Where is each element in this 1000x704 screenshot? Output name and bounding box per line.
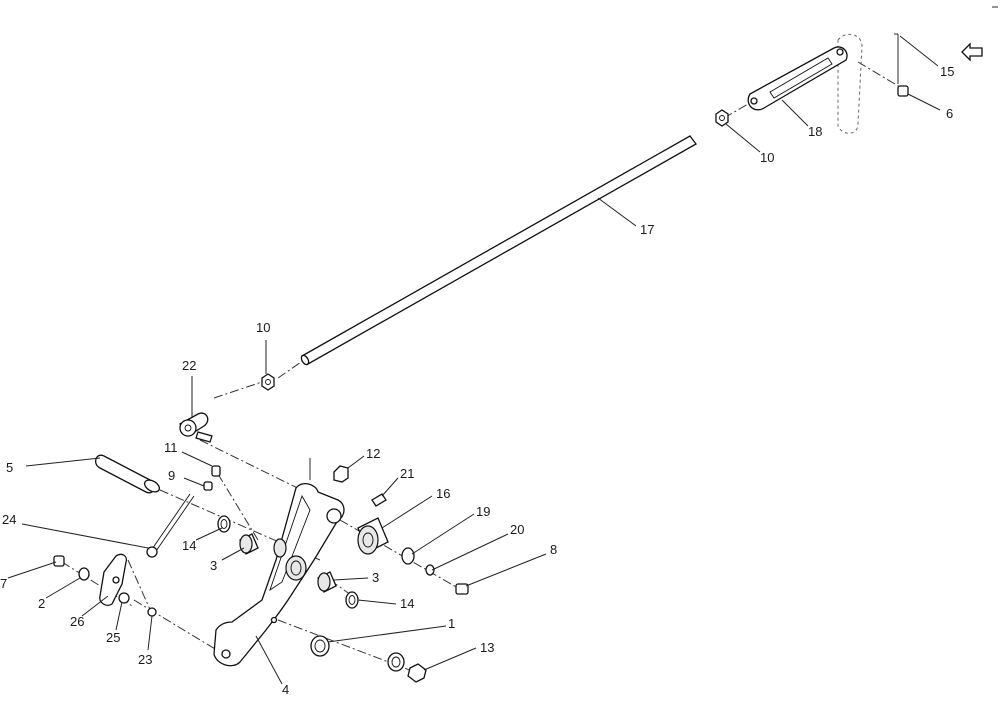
callout-15: 15 [940,64,954,79]
part-upper-arm [747,33,863,134]
part-bolt-7 [53,555,65,567]
callout-8: 8 [550,542,557,557]
part-pin-15 [894,33,899,84]
front-direction-arrow-icon [961,42,983,62]
part-pedal-lever [213,482,345,667]
part-pin-9 [203,481,213,491]
part-nut-upper [715,109,729,127]
callout-14-left: 14 [182,538,196,553]
part-washer-19 [401,547,415,565]
callout-23: 23 [138,652,152,667]
part-rod-end [179,412,213,443]
callout-9: 9 [168,468,175,483]
callout-labels: 15 6 18 10 17 10 22 5 11 9 12 21 16 19 2… [0,64,954,697]
callout-22: 22 [182,358,196,373]
part-spring-1 [310,635,330,657]
callout-10-lower: 10 [256,320,270,335]
part-spring-rod [146,493,195,558]
part-clevis-6 [897,85,909,97]
callout-14-right: 14 [400,596,414,611]
part-pin-11 [211,465,221,477]
part-pedal-pad [94,454,161,494]
callout-18: 18 [808,124,822,139]
callout-20: 20 [510,522,524,537]
part-bushing-3a [239,533,259,555]
callout-6: 6 [946,106,953,121]
part-rod [300,135,697,366]
part-washer-14b [345,591,359,609]
part-bearing-16 [357,517,389,555]
callout-10-upper: 10 [760,150,774,165]
callout-17: 17 [640,222,654,237]
part-washer-2 [78,567,90,581]
part-washer-20 [425,564,435,576]
part-nut-25 [118,592,130,604]
callout-16: 16 [436,486,450,501]
part-bushing-3b [317,571,337,593]
part-spring-13 [387,652,427,683]
callout-21: 21 [400,466,414,481]
callout-19: 19 [476,504,490,519]
part-nut-lower [261,373,275,391]
callout-26: 26 [70,614,84,629]
part-nut-12 [309,458,349,483]
callout-4: 4 [282,682,289,697]
callout-3-left: 3 [210,558,217,573]
leader-lines [7,35,941,685]
part-washer-14a [217,515,231,533]
part-bracket-26 [99,553,128,606]
part-fitting-21 [371,493,387,507]
callout-25: 25 [106,630,120,645]
callout-24: 24 [2,512,16,527]
callout-5: 5 [6,460,13,475]
callout-13: 13 [480,640,494,655]
callout-7: 7 [0,576,7,591]
callout-12: 12 [366,446,380,461]
callout-1: 1 [448,616,455,631]
callout-11: 11 [164,440,178,455]
part-nut-23 [147,607,157,617]
callout-2: 2 [38,596,45,611]
part-bolt-8 [455,583,469,595]
callout-3-right: 3 [372,570,379,585]
